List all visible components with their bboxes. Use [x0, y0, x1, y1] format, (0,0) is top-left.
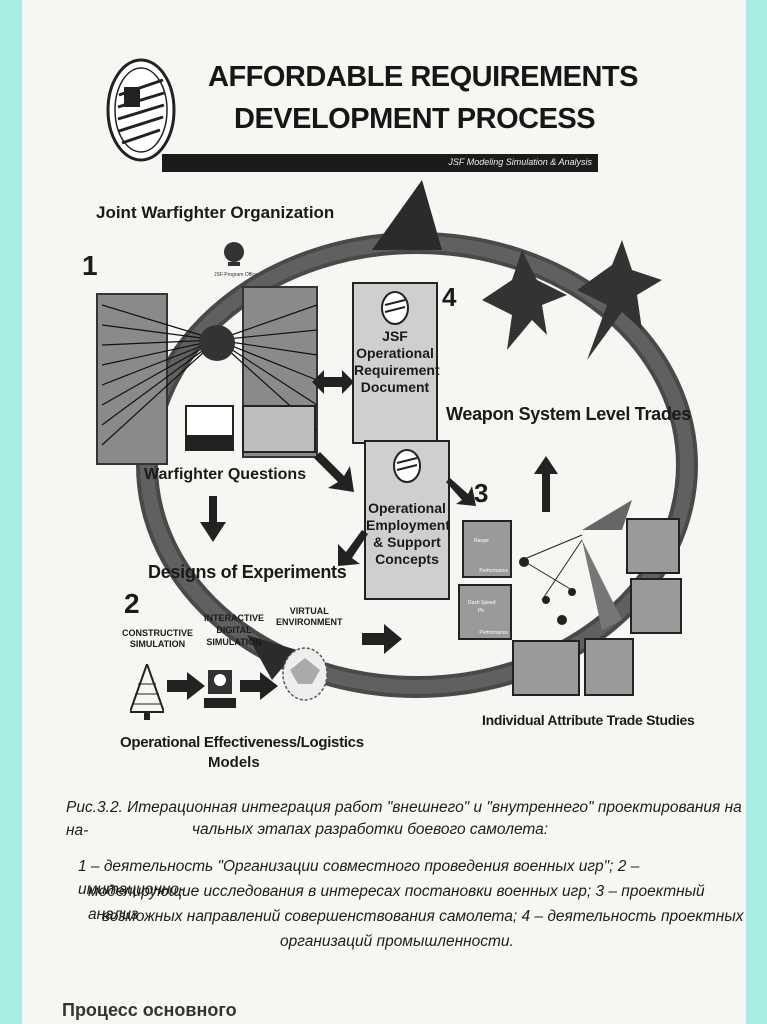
- ops-effectiveness-label-line2: Models: [208, 754, 260, 771]
- organization-network-icon: [101, 304, 318, 446]
- attribute-trades-label: Individual Attribute Trade Studies: [482, 712, 695, 728]
- arrow-diag-down-right-icon: [314, 452, 354, 492]
- step-2-label: 2: [124, 588, 140, 619]
- document-page: AFFORDABLE REQUIREMENTS DEVELOPMENT PROC…: [22, 0, 746, 1024]
- jsf-seal-icon: [106, 58, 176, 162]
- ops-effectiveness-label-line1: Operational Effectiveness/Logistics: [120, 734, 364, 751]
- page-title-line2: DEVELOPMENT PROCESS: [234, 103, 596, 135]
- designs-experiments-label: Designs of Experiments: [148, 562, 347, 582]
- trade-box-right-2: [630, 578, 682, 634]
- arrow-up-icon: [534, 456, 558, 512]
- caption-line2: чальных этапах разработки боевого самоле…: [192, 821, 549, 838]
- arrow-right-icon: [240, 672, 278, 700]
- trade-box-bottom-1: [512, 640, 580, 696]
- tree-simulation-icon: [130, 664, 164, 720]
- page-title-line1: AFFORDABLE REQUIREMENTS: [208, 61, 638, 93]
- trade-box-bottom-2: [584, 638, 634, 696]
- arrow-right-icon: [446, 478, 476, 506]
- program-office-icon: [224, 242, 244, 266]
- caption-line4: моделирующие исследования в интересах по…: [88, 883, 705, 923]
- process-loop-diagram: [136, 180, 698, 698]
- range-trade-box: Range Performance: [462, 520, 512, 578]
- arrow-right-icon: [362, 624, 402, 654]
- trade-box-right-1: [626, 518, 680, 574]
- weapon-trades-label: Weapon System Level Trades: [446, 404, 691, 424]
- caption-line6: организаций промышленности.: [280, 933, 514, 950]
- virtual-environment-icon: [282, 647, 328, 701]
- step-3-label: 3: [474, 478, 489, 508]
- step-4-label: 4: [442, 282, 457, 312]
- warfighter-image-2: [242, 405, 316, 453]
- mission-scenario-icon: [519, 500, 632, 630]
- caption-line5: возможных направлений совершенствования …: [102, 908, 744, 925]
- program-office-label: JSF Program Office: [214, 272, 258, 278]
- joint-org-label: Joint Warfighter Organization: [96, 203, 335, 222]
- jsf-emblem-icon: [381, 291, 409, 325]
- dash-speed-trade-box: Dash Speed Pk Performance: [458, 584, 512, 640]
- step-1-label: 1: [82, 250, 98, 281]
- warfighter-questions-label: Warfighter Questions: [144, 466, 307, 483]
- title-banner: JSF Modeling Simulation & Analysis: [162, 154, 598, 172]
- arrow-diag-down-left-icon: [338, 530, 368, 566]
- arrow-right-icon: [167, 672, 205, 700]
- double-arrow-icon: [312, 370, 354, 394]
- warfighter-image-1: [185, 405, 234, 451]
- jet-fighters-icon: [482, 240, 662, 360]
- caption-line3: 1 – деятельность "Организации совместног…: [78, 858, 640, 898]
- operator-station-icon: [204, 670, 236, 708]
- arrow-down-icon: [200, 496, 226, 542]
- footer-partial-text: Процесс основного: [62, 1000, 237, 1020]
- jsf-emblem-icon: [393, 449, 421, 483]
- caption-line1: Рис.3.2. Итерационная интеграция работ "…: [66, 799, 742, 839]
